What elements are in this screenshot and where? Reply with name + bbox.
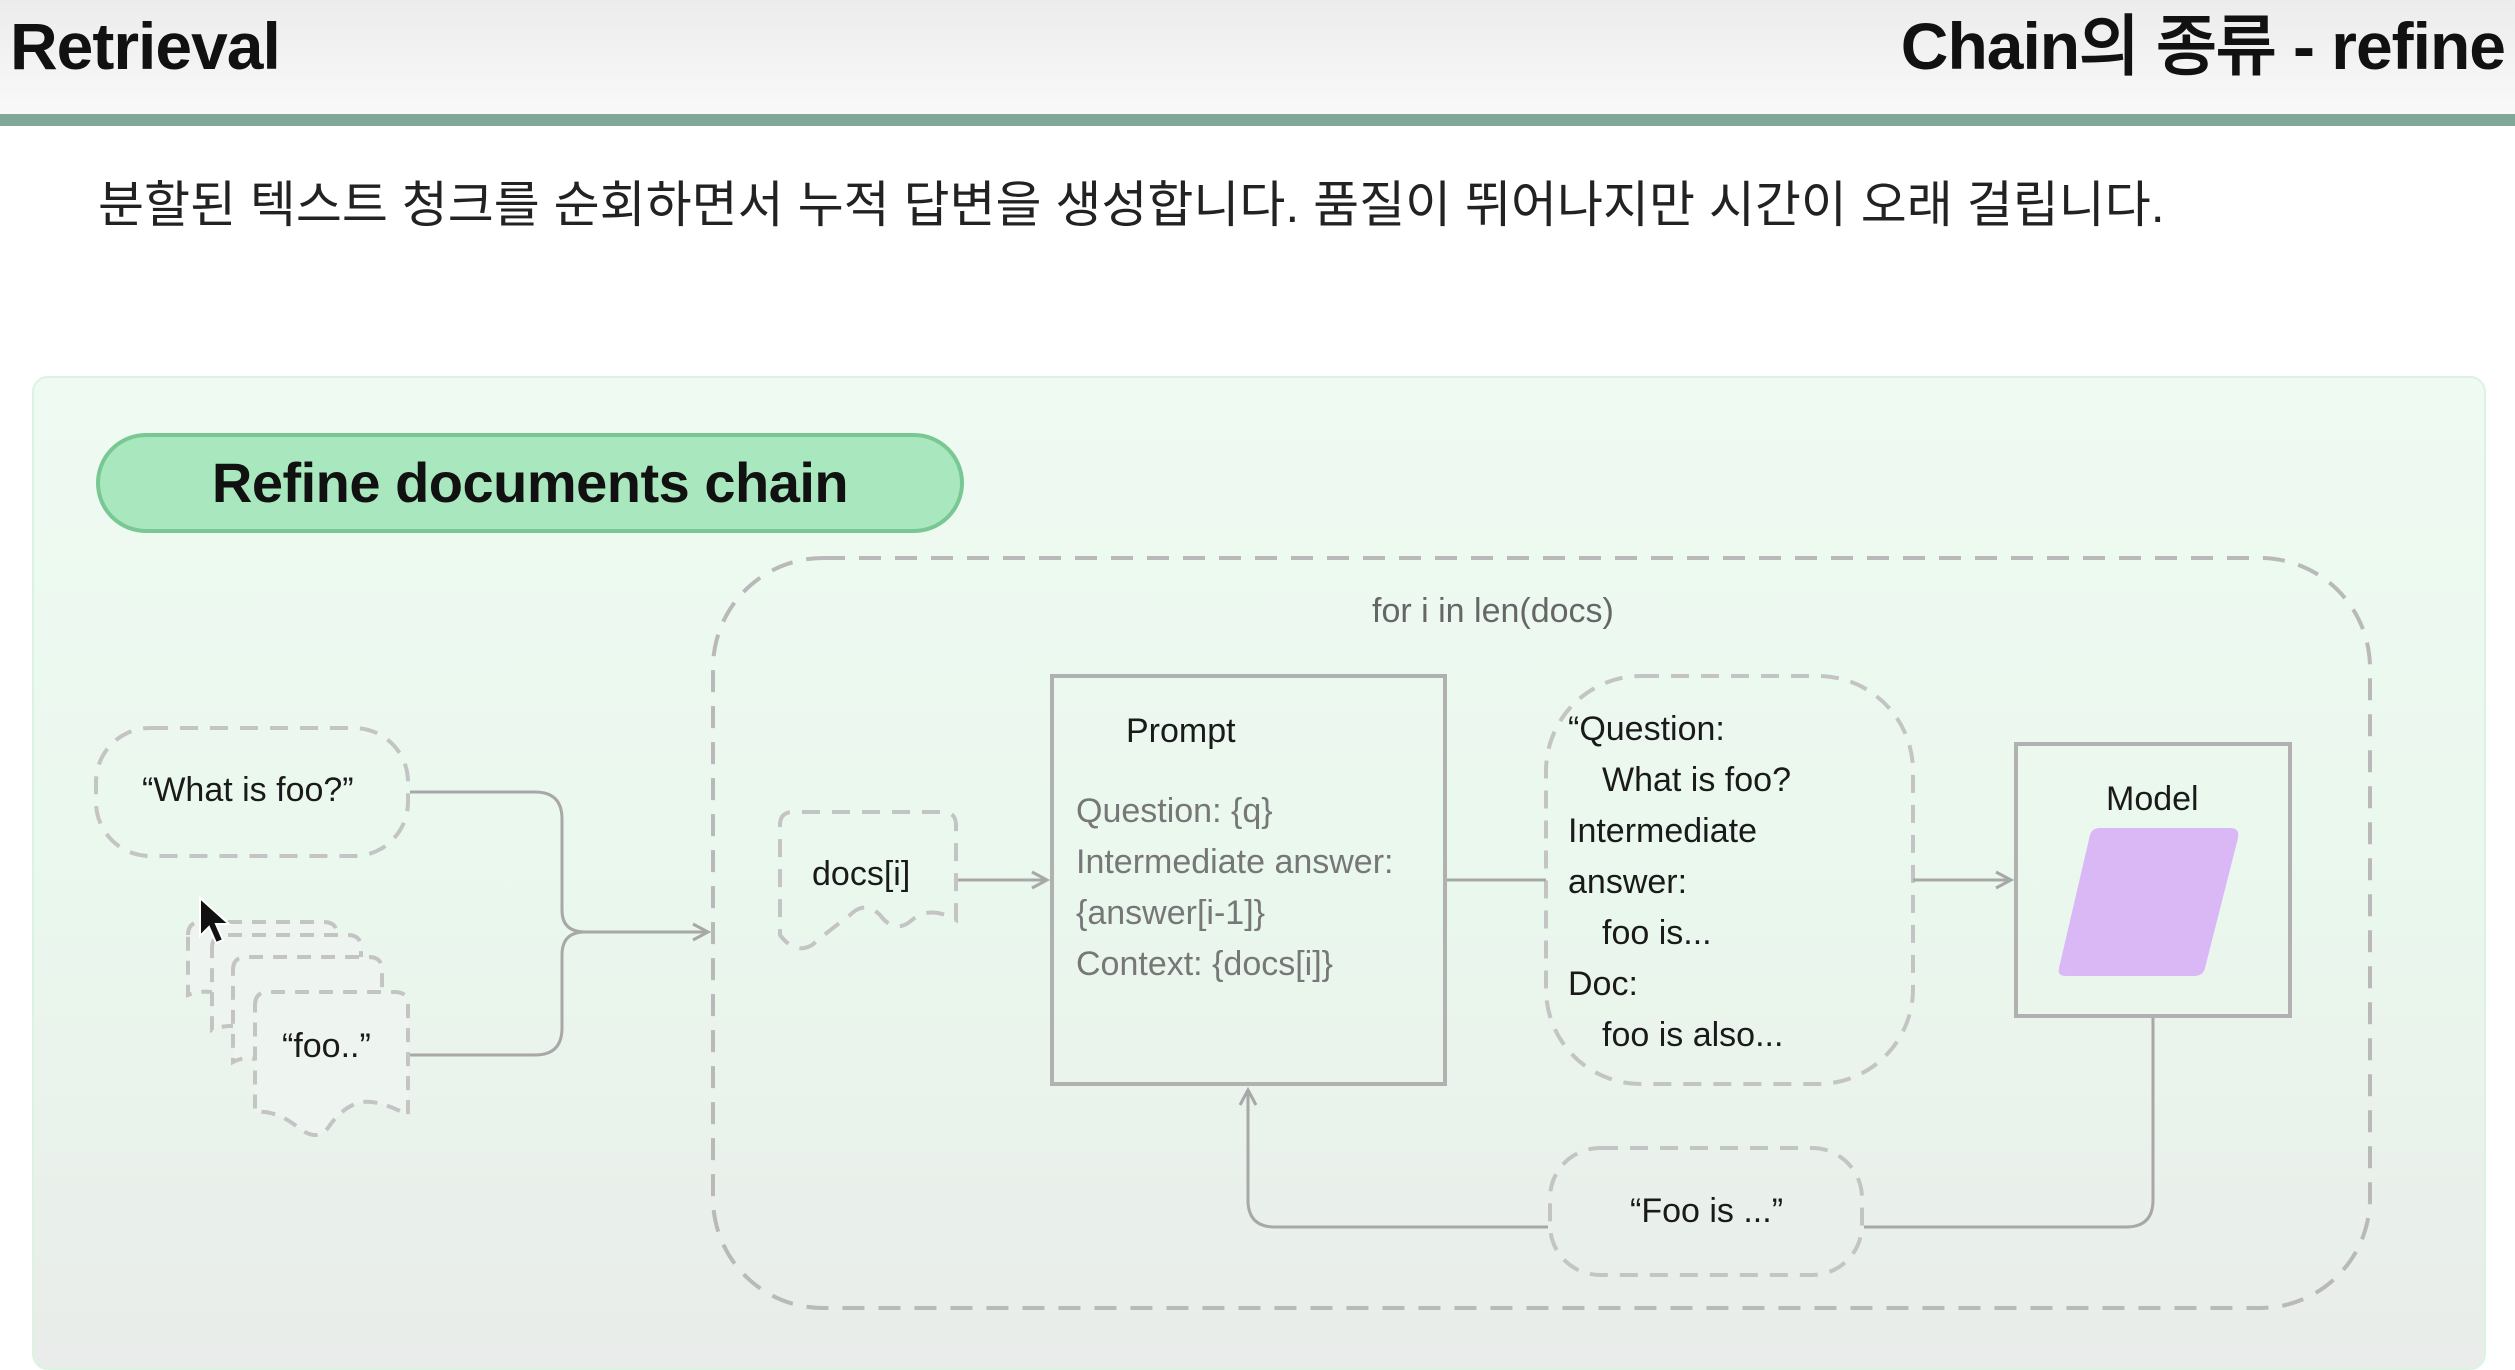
section-title: Retrieval (10, 9, 281, 83)
model-box (2014, 742, 2292, 1018)
answer-node (1548, 1146, 1864, 1277)
docs-i-label: docs[i] (812, 855, 911, 893)
diagram-title: Refine documents chain (96, 433, 964, 533)
slide-title: Chain의 종류 - refine (1900, 9, 2506, 83)
documents-stack-icon (186, 920, 410, 1137)
loop-container (711, 556, 2372, 1310)
filled-line: Doc: (1568, 965, 1638, 1003)
question-connector (410, 790, 586, 934)
docs-connector (410, 930, 586, 1057)
filled-line: answer: (1568, 863, 1688, 901)
prompt-line: Question: {q} (1076, 792, 1273, 830)
prompt-template: Question: {q} Intermediate answer: {answ… (1076, 786, 1394, 990)
filled-line: “Question: (1568, 710, 1725, 748)
filled-line: foo is... (1602, 914, 1712, 952)
mouse-pointer-icon (199, 896, 232, 945)
model-to-answer-line (1864, 1018, 2155, 1229)
filled-prompt-text: “Question: What is foo? Intermediate ans… (1568, 704, 1791, 1061)
header-rule (0, 114, 2515, 126)
answer-label: “Foo is ...” (1630, 1192, 1784, 1230)
prompt-box (1050, 674, 1447, 1086)
model-label: Model (2106, 780, 2199, 818)
question-node (94, 726, 410, 858)
question-label: “What is foo?” (142, 771, 354, 809)
documents-label: “foo..” (282, 1027, 371, 1065)
slide-header (0, 0, 2515, 114)
filled-line: What is foo? (1602, 761, 1791, 799)
prompt-line: Intermediate answer: (1076, 843, 1394, 881)
answer-feedback-arrow (1248, 1090, 1548, 1229)
filled-line: foo is also... (1602, 1016, 1784, 1054)
loop-label: for i in len(docs) (1372, 592, 1614, 630)
docs-i-node (778, 810, 958, 951)
prompt-line: {answer[i-1]} (1076, 894, 1265, 932)
filled-line: Intermediate (1568, 812, 1757, 850)
slide-description: 분할된 텍스트 청크를 순회하면서 누적 답변을 생성합니다. 품질이 뛰어나지… (98, 177, 2165, 233)
model-icon (2058, 828, 2239, 976)
prompt-line: Context: {docs[i]} (1076, 945, 1334, 983)
diagram-panel (32, 376, 2486, 1370)
prompt-title: Prompt (1126, 712, 1236, 750)
